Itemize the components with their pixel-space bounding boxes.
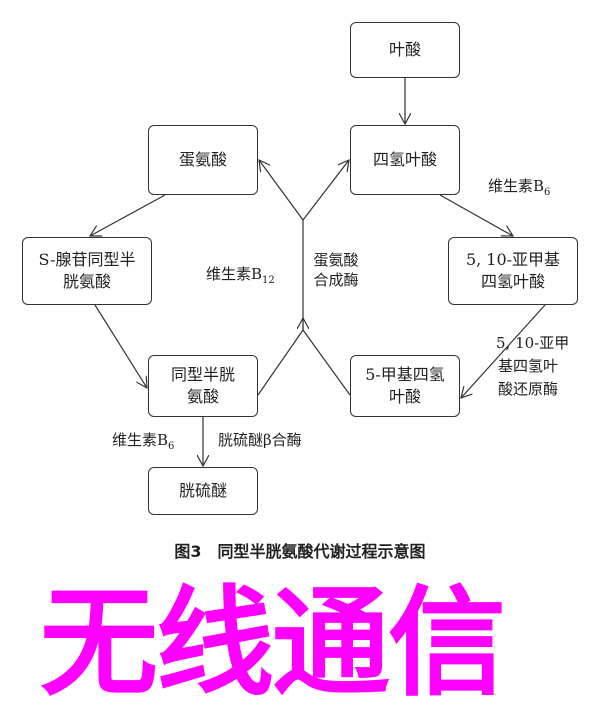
arrow-sah-hcy: [94, 304, 147, 388]
node-sah: S-腺苷同型半胱氨酸: [22, 237, 152, 305]
line-hcy-center: [257, 329, 304, 396]
node-label: 5, 10-亚甲基四氢叶酸: [465, 250, 561, 291]
node-label: 5-甲基四氢叶酸: [365, 365, 445, 406]
arrow-methylene-methylthf: [461, 304, 546, 398]
node-label: S-腺苷同型半胱氨酸: [38, 250, 136, 291]
node-cystathionine: 胱硫醚: [148, 467, 258, 515]
node-label: 四氢叶酸: [372, 150, 437, 169]
arrow-met-sah: [90, 194, 166, 236]
node-label: 蛋氨酸: [178, 150, 227, 169]
label-vitb6-bottom: 维生素B6: [112, 431, 175, 452]
node-label: 叶酸: [388, 40, 421, 59]
node-label: 同型半胱氨酸: [170, 365, 235, 406]
label-methionine-synthase: 蛋氨酸合成酶: [313, 251, 359, 289]
node-homocysteine: 同型半胱氨酸: [148, 355, 258, 417]
label-mthfr-2: 基四氢叶: [498, 357, 559, 375]
node-thf: 四氢叶酸: [350, 125, 460, 195]
figure-caption: 图3 同型半胱氨酸代谢过程示意图: [174, 542, 426, 561]
node-methyl-thf: 5-甲基四氢叶酸: [350, 355, 460, 417]
node-methionine: 蛋氨酸: [148, 125, 258, 195]
label-cbs: 胱硫醚β合酶: [218, 431, 302, 449]
node-folate: 叶酸: [350, 22, 460, 78]
arrows: [0, 78, 546, 574]
node-methylene-thf: 5, 10-亚甲基四氢叶酸: [448, 237, 578, 305]
label-mthfr-3: 酸还原酶: [498, 380, 559, 398]
watermark: 无线通信: [40, 574, 506, 712]
arrow-to-met: [259, 160, 304, 221]
arrow-to-thf: [302, 160, 349, 221]
label-mthfr-1: 5, 10-亚甲: [496, 334, 570, 352]
node-label: 胱硫醚: [178, 481, 227, 500]
label-vitb6-top: 维生素B6: [488, 177, 551, 198]
arrow-thf-methylene: [439, 194, 513, 236]
line-methylthf-center: [302, 329, 351, 396]
label-vitb12: 维生素B12: [206, 265, 275, 286]
